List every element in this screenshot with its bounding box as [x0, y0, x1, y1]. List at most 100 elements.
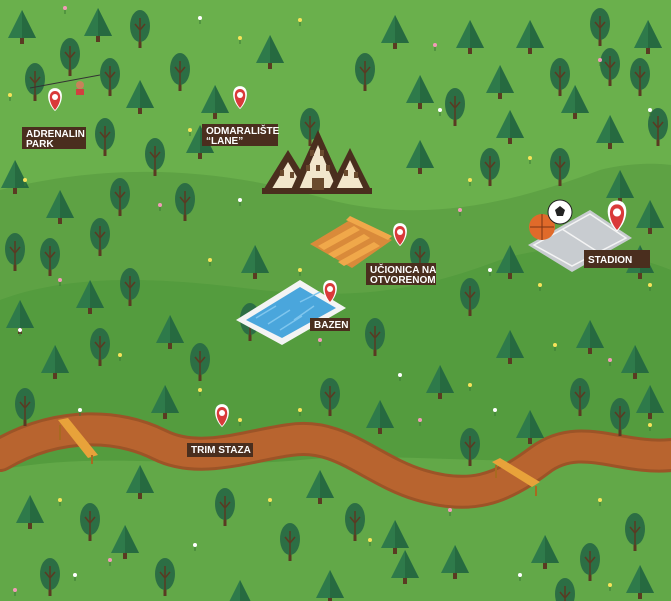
flowers [8, 6, 652, 596]
flower-icon [158, 203, 162, 211]
flower-icon [608, 358, 612, 366]
flower-icon [398, 373, 402, 381]
pine-tree-icon [381, 15, 409, 49]
flower-icon [108, 558, 112, 566]
flower-icon [58, 498, 62, 506]
pool-icon [236, 280, 346, 345]
flower-icon [208, 258, 212, 266]
round-tree-icon [355, 53, 375, 91]
pine-tree-icon [366, 400, 394, 434]
flower-icon [118, 353, 122, 361]
label-background [584, 250, 650, 268]
pine-tree-icon [316, 570, 344, 601]
pine-tree-icon [606, 170, 634, 204]
round-tree-icon [365, 318, 385, 356]
round-tree-icon [480, 148, 500, 186]
round-tree-icon [110, 178, 130, 216]
round-tree-icon [460, 278, 480, 316]
location-label: ODMARALIŠTE [206, 124, 280, 137]
flower-icon [63, 6, 67, 14]
flower-icon [198, 16, 202, 24]
map-pin-icon [393, 223, 407, 247]
flower-icon [493, 408, 497, 416]
pine-tree-icon [516, 20, 544, 54]
round-tree-icon [175, 183, 195, 221]
round-tree-icon [625, 513, 645, 551]
round-tree-icon [90, 328, 110, 366]
pine-tree-icon [256, 35, 284, 69]
round-tree-icon [60, 38, 80, 76]
pine-tree-icon [126, 465, 154, 499]
pine-tree-icon [516, 410, 544, 444]
label-background [202, 124, 278, 146]
pine-tree-icon [496, 330, 524, 364]
bridge-right [492, 458, 540, 496]
flower-icon [538, 283, 542, 291]
flower-icon [598, 58, 602, 66]
round-tree-icon [80, 503, 100, 541]
meadow-zone-light-bottom [0, 455, 671, 601]
flower-icon [298, 268, 302, 276]
bridge-left [58, 418, 98, 464]
lodge-icon [262, 130, 372, 194]
label-background [366, 263, 436, 285]
round-tree-icon [25, 63, 45, 101]
flower-icon [448, 508, 452, 516]
pine-tree-icon [634, 20, 662, 54]
round-tree-icon [648, 108, 668, 146]
flower-icon [518, 573, 522, 581]
flower-icon [238, 36, 242, 44]
flower-icon [598, 498, 602, 506]
round-tree-icon [550, 58, 570, 96]
pine-tree-icon [406, 75, 434, 109]
flower-icon [198, 388, 202, 396]
pine-tree-icon [76, 280, 104, 314]
location-stadion[interactable]: STADION [584, 200, 650, 268]
trees [1, 8, 668, 601]
flower-icon [468, 383, 472, 391]
flower-icon [368, 538, 372, 546]
pine-tree-icon [636, 385, 664, 419]
pine-tree-icon [16, 495, 44, 529]
location-label: OTVORENOM [370, 275, 436, 286]
round-tree-icon [445, 88, 465, 126]
location-odmaraliste-lane[interactable]: ODMARALIŠTE“LANE” [202, 86, 280, 147]
pine-tree-icon [456, 20, 484, 54]
flower-icon [298, 18, 302, 26]
flower-icon [458, 208, 462, 216]
flower-icon [193, 543, 197, 551]
round-tree-icon [345, 503, 365, 541]
location-trim-staza[interactable]: TRIM STAZA [187, 404, 253, 457]
location-bazen[interactable]: BAZEN [310, 280, 350, 331]
round-tree-icon [170, 53, 190, 91]
location-label: ADRENALIN [26, 129, 85, 140]
pine-tree-icon [486, 65, 514, 99]
round-tree-icon [300, 108, 320, 146]
flower-icon [648, 108, 652, 116]
flower-icon [78, 408, 82, 416]
pine-tree-icon [241, 245, 269, 279]
flower-icon [488, 268, 492, 276]
round-tree-icon [100, 58, 120, 96]
pine-tree-icon [151, 385, 179, 419]
pine-tree-icon [406, 140, 434, 174]
flower-icon [58, 278, 62, 286]
location-label: BAZEN [314, 320, 348, 331]
flower-icon [553, 343, 557, 351]
location-label: TRIM STAZA [191, 445, 251, 456]
pine-tree-icon [201, 85, 229, 119]
round-tree-icon [215, 488, 235, 526]
round-tree-icon [130, 10, 150, 48]
round-tree-icon [90, 218, 110, 256]
pine-tree-icon [621, 345, 649, 379]
map-pin-icon [48, 88, 62, 112]
pine-tree-icon [381, 520, 409, 554]
location-label: “LANE” [206, 136, 243, 147]
label-background [22, 127, 86, 149]
pine-tree-icon [636, 200, 664, 234]
round-tree-icon [580, 543, 600, 581]
round-tree-icon [5, 233, 25, 271]
